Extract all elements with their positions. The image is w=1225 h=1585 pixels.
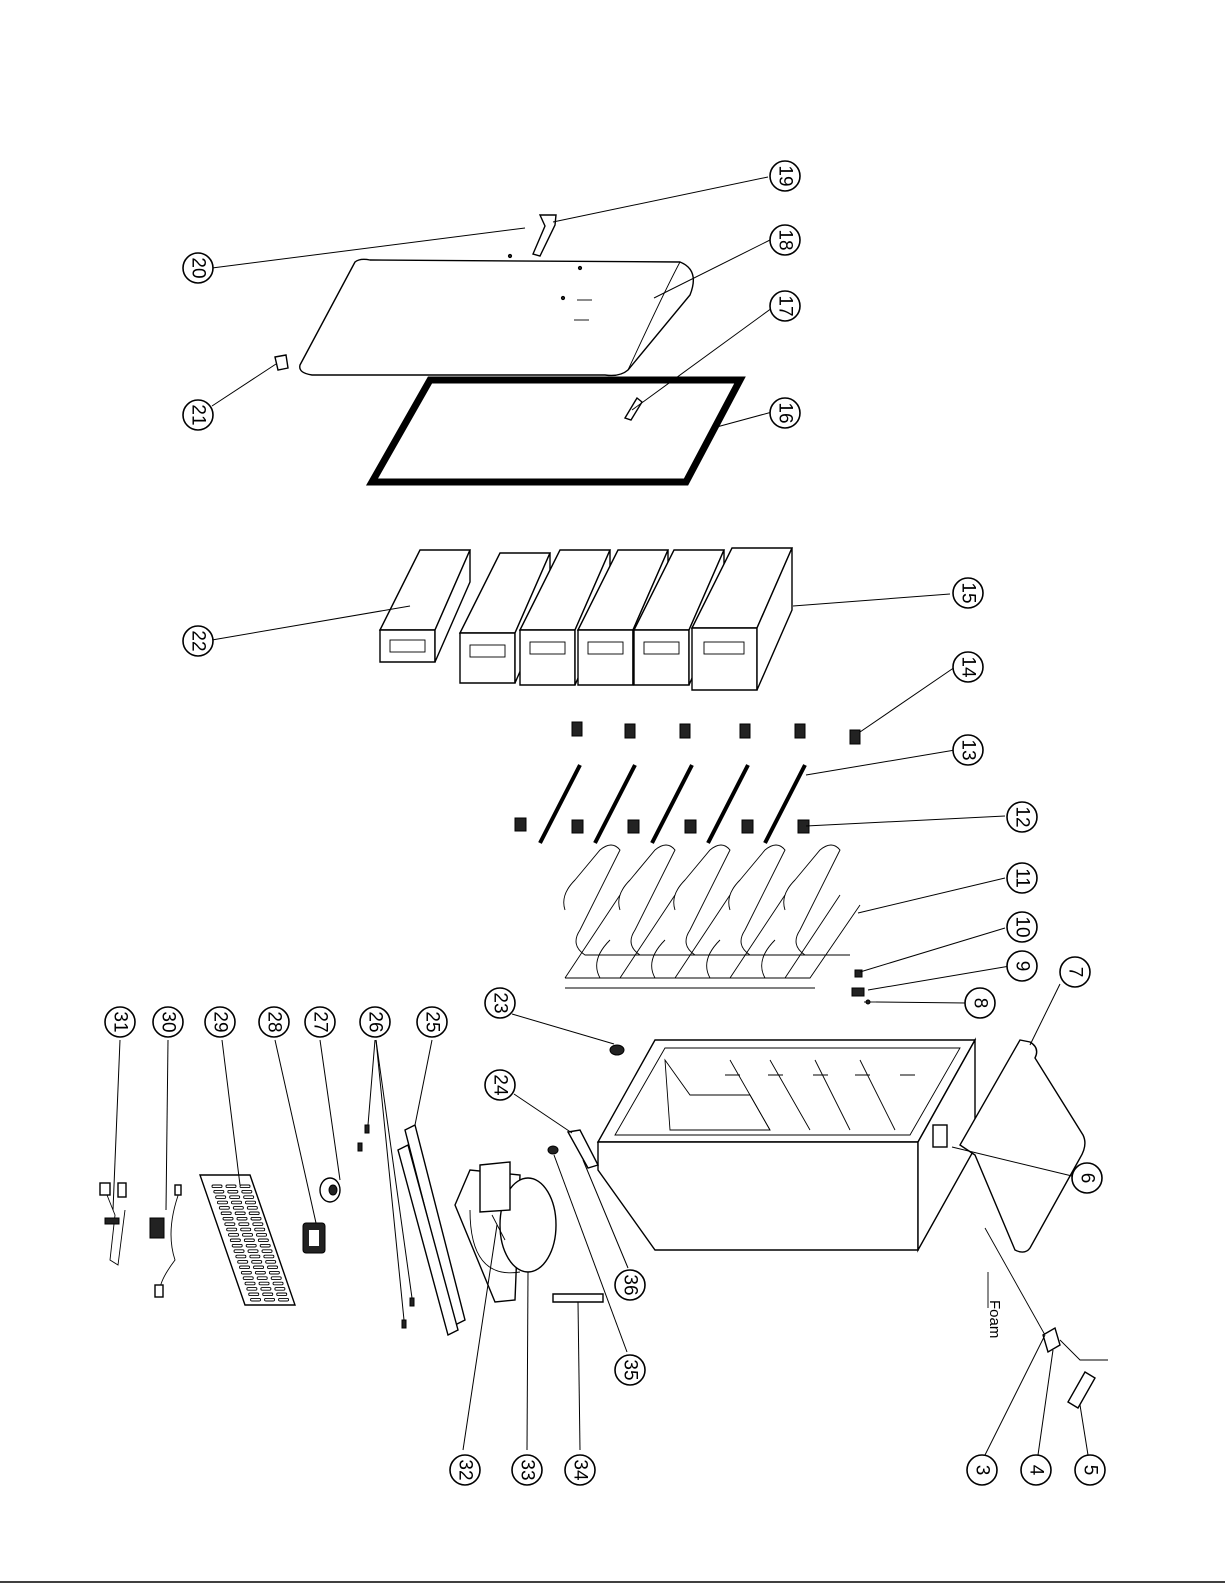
door-handle <box>533 215 556 256</box>
door-panel <box>300 254 694 375</box>
drain-plug <box>610 1045 624 1055</box>
callout-label: 7 <box>1065 967 1086 978</box>
callout-label: 18 <box>775 229 796 250</box>
callout-11: 11 <box>1007 863 1037 893</box>
callout-19: 19 <box>770 161 800 191</box>
callout-22: 22 <box>183 626 213 656</box>
callout-label: 32 <box>455 1459 476 1480</box>
hinge-bracket <box>933 1125 947 1147</box>
callout-28: 28 <box>259 1007 289 1037</box>
callout-23: 23 <box>485 988 515 1018</box>
start-capacitor <box>320 1178 340 1202</box>
callout-4: 4 <box>1021 1455 1051 1485</box>
callout-label: 12 <box>1012 806 1033 827</box>
callout-label: 25 <box>422 1011 443 1032</box>
callout-29: 29 <box>205 1007 235 1037</box>
callout-6: 6 <box>1072 1163 1102 1193</box>
callout-30: 30 <box>153 1007 183 1037</box>
callout-3: 3 <box>967 1455 997 1485</box>
callout-27: 27 <box>305 1007 335 1037</box>
callout-36: 36 <box>615 1270 645 1300</box>
callout-label: 15 <box>958 582 979 603</box>
callout-label: 33 <box>517 1459 538 1480</box>
door-gasket <box>372 380 740 482</box>
power-socket <box>303 1223 325 1253</box>
drawer-baskets <box>380 548 792 690</box>
callout-34: 34 <box>565 1455 595 1485</box>
callout-label: 36 <box>620 1274 641 1295</box>
callout-17: 17 <box>770 291 800 321</box>
callout-label: 5 <box>1080 1465 1101 1476</box>
wiring-harness <box>150 1185 181 1297</box>
relay-bracket <box>568 1130 598 1168</box>
callout-label: 35 <box>620 1359 641 1380</box>
evaporator-coil <box>564 845 860 988</box>
callout-7: 7 <box>1060 957 1090 987</box>
callout-15: 15 <box>953 578 983 608</box>
callout-26: 26 <box>360 1007 390 1037</box>
callout-12: 12 <box>1007 802 1037 832</box>
callout-25: 25 <box>417 1007 447 1037</box>
callout-label: 21 <box>188 404 209 425</box>
callout-18: 18 <box>770 225 800 255</box>
callout-32: 32 <box>450 1455 480 1485</box>
callout-33: 33 <box>512 1455 542 1485</box>
callout-label: 16 <box>775 402 796 423</box>
callout-label: 19 <box>775 165 796 186</box>
callout-label: 8 <box>970 998 991 1009</box>
callout-label: 9 <box>1012 961 1033 972</box>
callout-16: 16 <box>770 398 800 428</box>
callout-21: 21 <box>183 400 213 430</box>
callout-9: 9 <box>1007 951 1037 981</box>
callout-13: 13 <box>953 735 983 765</box>
callout-label: 13 <box>958 739 979 760</box>
callout-label: 11 <box>1012 868 1033 888</box>
callout-label: 6 <box>1077 1173 1098 1184</box>
callout-label: 23 <box>490 992 511 1013</box>
callout-35: 35 <box>615 1355 645 1385</box>
callout-14: 14 <box>953 652 983 682</box>
callout-20: 20 <box>183 253 213 283</box>
callout-label: 14 <box>958 656 979 678</box>
callout-5: 5 <box>1075 1455 1105 1485</box>
cabinet-base-panel <box>960 1040 1085 1252</box>
callout-label: 3 <box>972 1465 993 1476</box>
callout-label: 17 <box>775 295 796 316</box>
callout-31: 31 <box>105 1007 135 1037</box>
freezer-cabinet <box>598 1040 975 1250</box>
filter-drier <box>553 1294 603 1302</box>
rear-vent-cover <box>200 1175 295 1305</box>
door-hinge-cap <box>275 355 288 370</box>
callout-label: 4 <box>1026 1465 1047 1476</box>
coil-fittings <box>852 970 876 1004</box>
grommet <box>548 1146 558 1154</box>
callout-label: 30 <box>158 1011 179 1032</box>
callout-label: 31 <box>110 1011 131 1032</box>
shelf-clips-upper <box>572 722 860 744</box>
callout-label: 20 <box>188 257 209 278</box>
callout-label: 29 <box>210 1011 231 1032</box>
callout-label: 10 <box>1012 916 1033 937</box>
callout-8: 8 <box>965 988 995 1018</box>
callout-24: 24 <box>485 1070 515 1100</box>
condenser-rails <box>398 1125 465 1335</box>
control-knob-housing <box>1068 1372 1095 1408</box>
callout-label: 22 <box>188 630 209 651</box>
callout-label: 24 <box>490 1074 511 1096</box>
callout-label: 34 <box>570 1459 591 1481</box>
callout-label: 28 <box>264 1011 285 1032</box>
callout-label: 26 <box>365 1011 386 1032</box>
power-cord <box>100 1183 126 1265</box>
callout-label: 27 <box>310 1011 331 1032</box>
callout-10: 10 <box>1007 912 1037 942</box>
foam-label: Foam <box>986 1300 1003 1338</box>
